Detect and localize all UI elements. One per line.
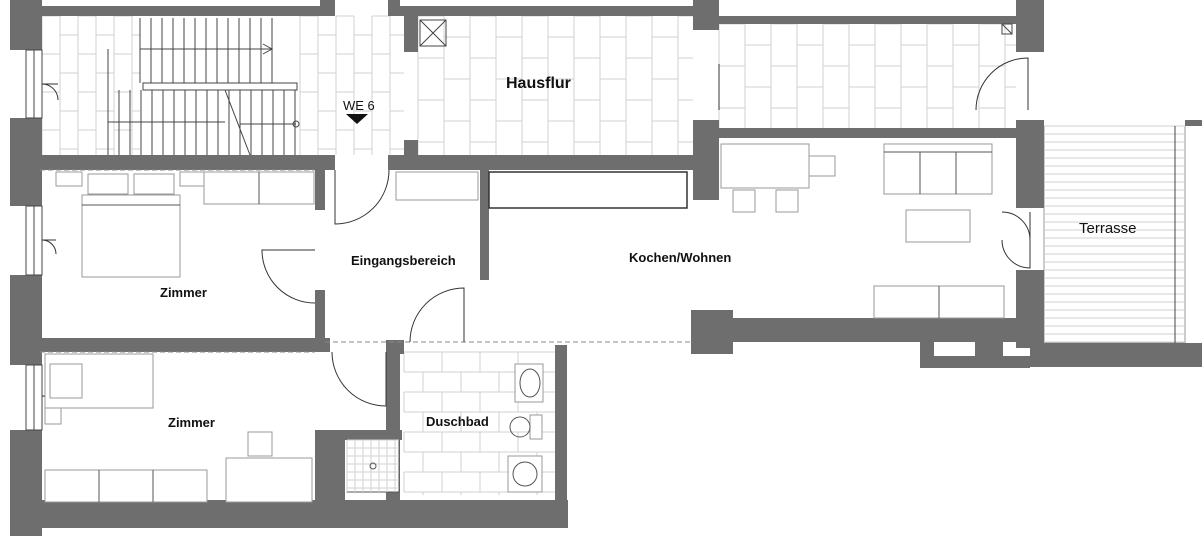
coffee-table bbox=[905, 209, 971, 243]
bed-double bbox=[81, 173, 181, 278]
toilet-icon bbox=[509, 414, 543, 440]
nightstands bbox=[55, 171, 207, 187]
walls bbox=[10, 0, 1202, 536]
windows bbox=[25, 49, 59, 431]
desk bbox=[225, 431, 313, 503]
entry-cabinet bbox=[395, 171, 479, 201]
shower-tray bbox=[346, 439, 400, 493]
room-label-hausflur: Hausflur bbox=[506, 75, 571, 92]
sideboard bbox=[873, 285, 1005, 319]
room-label-terrasse: Terrasse bbox=[1079, 220, 1137, 237]
dining-table bbox=[720, 143, 836, 213]
wardrobe bbox=[203, 171, 315, 205]
unit-marker-label: WE 6 bbox=[343, 98, 375, 113]
bed-single bbox=[44, 353, 154, 425]
unit-marker bbox=[346, 114, 368, 124]
staircase bbox=[107, 18, 300, 156]
room-label-duschbad: Duschbad bbox=[426, 414, 489, 429]
room-label-kochen-wohnen: Kochen/Wohnen bbox=[629, 250, 731, 265]
dashed-openings bbox=[40, 169, 690, 353]
room-label-zimmer-1: Zimmer bbox=[160, 285, 207, 300]
kitchen-counter bbox=[488, 171, 688, 209]
shelf bbox=[44, 469, 208, 503]
shaft-icon bbox=[419, 19, 447, 47]
doors bbox=[261, 57, 1031, 407]
room-label-zimmer-2: Zimmer bbox=[168, 415, 215, 430]
sink-icon bbox=[514, 363, 544, 403]
terrasse-decking bbox=[1043, 125, 1186, 344]
washing-machine-icon bbox=[507, 455, 543, 493]
room-label-eingangsbereich: Eingangsbereich bbox=[351, 253, 456, 268]
corner-fixture-icon bbox=[1001, 23, 1013, 35]
sofa bbox=[883, 143, 993, 195]
